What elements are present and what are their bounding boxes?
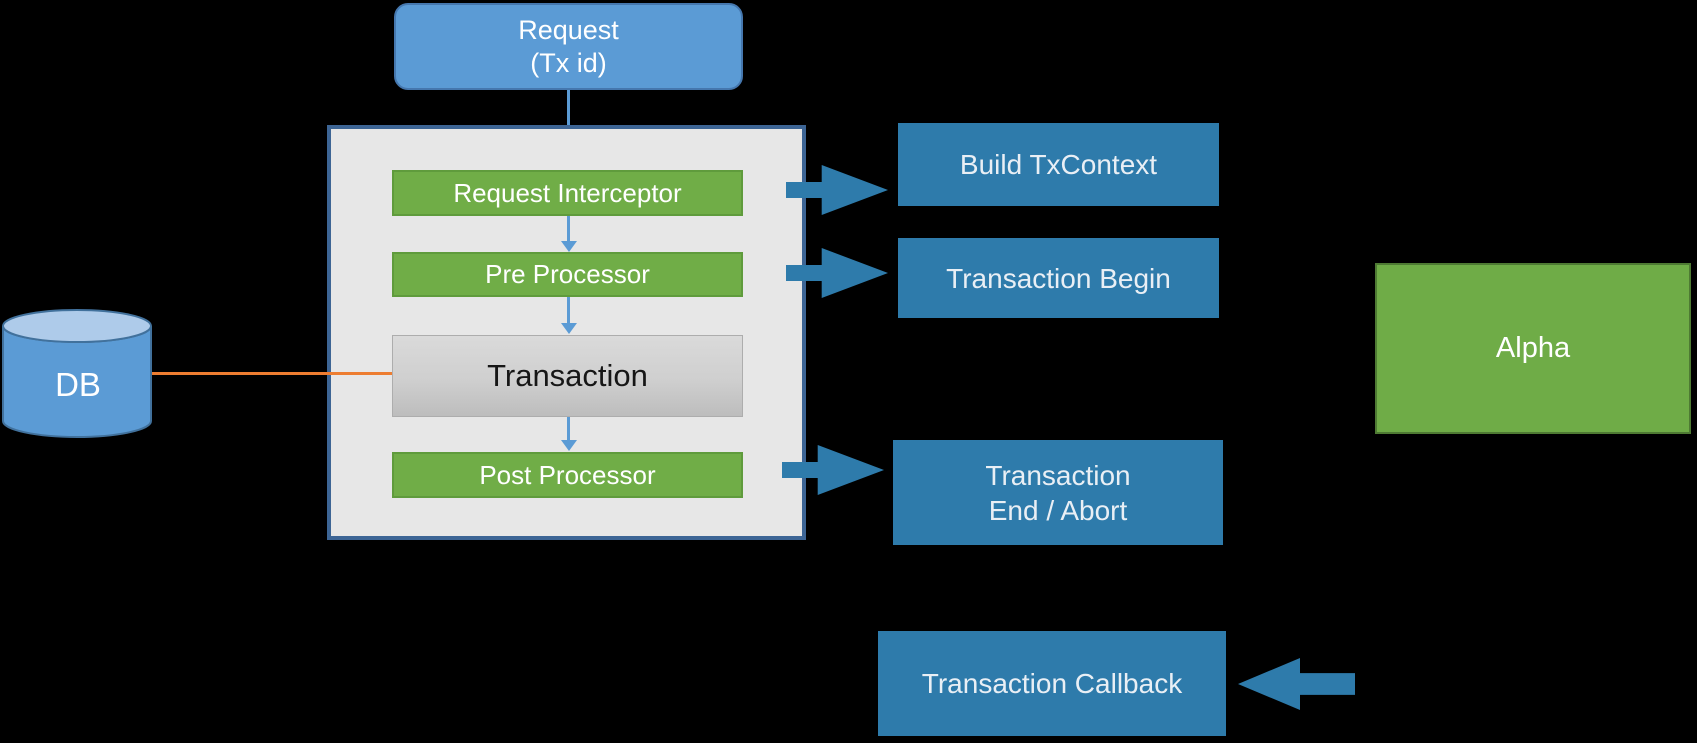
database-cylinder-icon xyxy=(1,309,152,438)
request-interceptor-box: Request Interceptor xyxy=(392,170,743,216)
db-label: DB xyxy=(55,366,101,403)
post-processor-label: Post Processor xyxy=(479,459,656,490)
preprocessor-to-transaction-arrow-line xyxy=(567,297,570,324)
transaction-callback-box: Transaction Callback xyxy=(878,631,1226,736)
transaction-box: Transaction xyxy=(392,335,743,417)
transaction-begin-box: Transaction Begin xyxy=(898,238,1219,318)
callback-incoming-arrow-icon xyxy=(1238,658,1355,710)
transaction-end-abort-label: Transaction End / Abort xyxy=(985,459,1131,526)
interceptor-to-preprocessor-arrowhead-icon xyxy=(561,241,577,252)
preprocessor-to-transaction-arrowhead-icon xyxy=(561,323,577,334)
transaction-end-abort-box: Transaction End / Abort xyxy=(893,440,1223,545)
build-txcontext-box: Build TxContext xyxy=(898,123,1219,206)
request-interceptor-label: Request Interceptor xyxy=(453,177,682,208)
pre-processor-label: Pre Processor xyxy=(485,259,650,289)
post-processor-box: Post Processor xyxy=(392,452,743,498)
db-cylinder xyxy=(0,305,156,443)
transaction-label: Transaction xyxy=(487,358,648,393)
transaction-to-postprocessor-arrow-line xyxy=(567,417,570,441)
build-txcontext-label: Build TxContext xyxy=(959,149,1158,180)
transaction-to-postprocessor-arrowhead-icon xyxy=(561,440,577,451)
request-to-interceptor-arrow-line xyxy=(567,90,570,156)
request-label: Request (Tx id) xyxy=(518,14,619,78)
pre-processor-box: Pre Processor xyxy=(392,252,743,297)
transaction-begin-label: Transaction Begin xyxy=(946,262,1171,294)
alpha-label: Alpha xyxy=(1495,332,1571,364)
interceptor-to-preprocessor-arrow-line xyxy=(567,216,570,242)
db-to-transaction-line xyxy=(151,372,392,375)
request-box: Request (Tx id) xyxy=(394,3,743,90)
alpha-box: Alpha xyxy=(1375,263,1691,434)
transaction-callback-label: Transaction Callback xyxy=(921,668,1183,699)
